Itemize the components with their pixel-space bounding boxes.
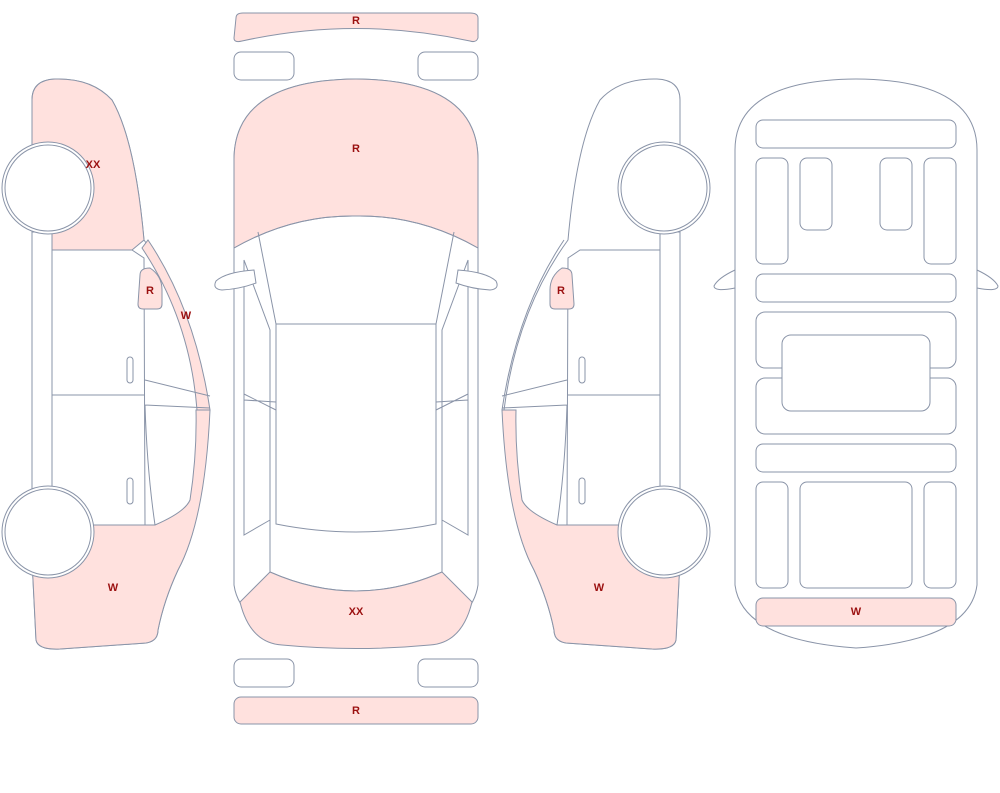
front-left-headlight[interactable] bbox=[233, 51, 295, 81]
left-rear-wheel[interactable] bbox=[4, 488, 92, 576]
left-door-frame bbox=[52, 249, 211, 526]
rear-bumper-mark: R bbox=[352, 705, 360, 717]
rear-floor[interactable] bbox=[755, 443, 957, 473]
passenger-seat[interactable] bbox=[879, 157, 913, 231]
rear-left-taillight[interactable] bbox=[233, 658, 295, 688]
left-mirror-mark: R bbox=[146, 285, 154, 297]
front-right-door-panel[interactable] bbox=[923, 157, 957, 265]
front-bumper-panel[interactable] bbox=[233, 12, 479, 43]
front-bumper-mark: R bbox=[352, 15, 360, 27]
rear-bumper-area-panel[interactable] bbox=[239, 571, 473, 649]
dashboard[interactable] bbox=[755, 119, 957, 149]
trunk-floor-mark: W bbox=[851, 606, 862, 618]
windshield bbox=[233, 215, 479, 325]
interior-view bbox=[713, 78, 999, 649]
top-right-mirror[interactable] bbox=[455, 269, 498, 291]
front-left-door-panel[interactable] bbox=[755, 157, 789, 265]
rear-bumper-area-mark: XX bbox=[349, 606, 364, 618]
right-rear-wheel[interactable] bbox=[620, 488, 708, 576]
left-a-pillar-mark: W bbox=[181, 310, 192, 322]
top-view bbox=[214, 12, 498, 725]
left-rocker bbox=[31, 231, 53, 495]
right-rear-door-handle[interactable] bbox=[578, 477, 586, 505]
left-mirror-panel[interactable] bbox=[137, 267, 163, 310]
rear-right-taillight[interactable] bbox=[417, 658, 479, 688]
trunk-area[interactable] bbox=[799, 481, 913, 589]
trunk-floor-panel[interactable] bbox=[755, 597, 957, 627]
rear-right-trim[interactable] bbox=[923, 481, 957, 589]
left-front-fender-mark: XX bbox=[86, 159, 101, 171]
right-rear-quarter-mark: W bbox=[594, 582, 605, 594]
roof bbox=[275, 324, 437, 533]
left-front-door-handle[interactable] bbox=[126, 356, 134, 384]
right-mirror-mark: R bbox=[557, 285, 565, 297]
driver-seat[interactable] bbox=[799, 157, 833, 231]
left-rear-quarter-panel[interactable] bbox=[31, 409, 211, 650]
right-door-frame bbox=[501, 239, 660, 526]
rear-left-trim[interactable] bbox=[755, 481, 789, 589]
left-rear-quarter-mark: W bbox=[108, 582, 119, 594]
right-mirror-panel[interactable] bbox=[549, 267, 575, 310]
interior-left-mirror[interactable] bbox=[713, 269, 736, 291]
left-rear-door-handle[interactable] bbox=[126, 477, 134, 505]
interior-right-mirror[interactable] bbox=[976, 269, 999, 291]
right-side-view bbox=[501, 78, 711, 650]
left-front-wheel[interactable] bbox=[4, 144, 92, 232]
front-floor[interactable] bbox=[755, 273, 957, 303]
right-front-door-handle[interactable] bbox=[578, 356, 586, 384]
rear-bumper-panel[interactable] bbox=[233, 696, 479, 725]
right-rocker bbox=[659, 231, 681, 495]
front-right-headlight[interactable] bbox=[417, 51, 479, 81]
right-front-wheel[interactable] bbox=[620, 144, 708, 232]
top-left-mirror[interactable] bbox=[214, 269, 257, 291]
right-rear-quarter-panel[interactable] bbox=[501, 409, 681, 650]
hood-mark: R bbox=[352, 143, 360, 155]
left-side-view bbox=[1, 78, 211, 650]
roof-liner[interactable] bbox=[781, 334, 931, 412]
damage-labels: R R XX R XX R W W R W W bbox=[86, 15, 862, 717]
